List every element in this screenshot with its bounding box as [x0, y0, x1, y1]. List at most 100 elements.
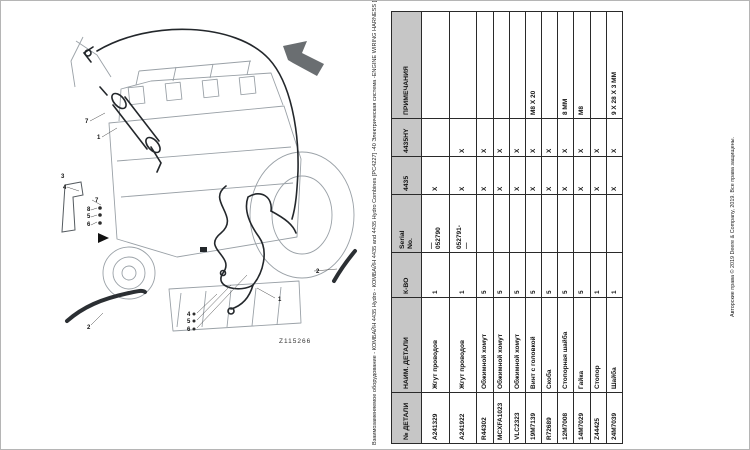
cell-qty: 1 [421, 252, 450, 298]
callout-label: 5 [87, 214, 91, 220]
cell-qty: 5 [476, 252, 494, 298]
cell-part_no: R44302 [476, 392, 494, 444]
cell-m4435hy [421, 118, 450, 157]
cell-qty: 5 [525, 252, 542, 298]
cell-m4435hy: X [606, 118, 623, 157]
cell-part_no: R72689 [541, 392, 558, 444]
callout-label: 2 [316, 269, 320, 275]
col-header-part_no: № ДЕТАЛИ [391, 392, 422, 444]
cell-m4435hy: X [509, 118, 526, 157]
engine-diagram: 3 4 7 8 5 6 2 7 1 1 2 4 5 6 Z115266 [61, 28, 357, 345]
cell-part_no: VLC2323 [509, 392, 526, 444]
cell-part_no: 14M7029 [573, 392, 591, 444]
cell-qty: 1 [606, 252, 623, 298]
callout-label: 1 [97, 135, 101, 141]
harness-hose-right [332, 249, 357, 283]
callout-label: 4 [187, 312, 191, 318]
cell-qty: 5 [493, 252, 510, 298]
cell-part_no: A241329 [421, 392, 450, 444]
cell-name: Шайба [606, 297, 623, 393]
cell-part_no: 12M7008 [557, 392, 574, 444]
cell-serial [493, 194, 510, 253]
col-header-serial: Serial No. [391, 194, 422, 253]
cell-m4435: X [449, 156, 477, 195]
callout-label: 7 [85, 119, 89, 125]
cell-qty: 5 [541, 252, 558, 298]
cell-part_no: A241922 [449, 392, 477, 444]
cell-serial [590, 194, 607, 253]
mounting-bracket [61, 181, 196, 331]
cell-notes: 8 ММ [557, 11, 574, 119]
cell-notes: М8 [573, 11, 591, 119]
callout-label: 4 [63, 185, 67, 191]
cell-notes [421, 11, 450, 119]
copyright-vertical: Авторские права © 2019 Deere & Company, … [730, 129, 741, 317]
callout-label: 6 [187, 327, 191, 333]
cell-name: Стопор [590, 297, 607, 393]
cell-part_no: MCXFA1023 [493, 392, 510, 444]
cell-serial [557, 194, 574, 253]
callout-label: 3 [61, 174, 65, 180]
cell-name: Жгут проводов [421, 297, 450, 393]
cell-qty: 1 [590, 252, 607, 298]
cell-serial: — 052790 [421, 194, 450, 253]
cell-m4435: X [606, 156, 623, 195]
col-header-qty: К-ВО [391, 252, 422, 298]
cell-part_no: 24M7039 [606, 392, 623, 444]
cell-serial [541, 194, 558, 253]
cell-serial [573, 194, 591, 253]
wiring-harness [82, 28, 299, 315]
cell-serial [606, 194, 623, 253]
drawing-number: Z115266 [279, 338, 311, 345]
breadcrumb: Взаимозаменяемое оборудование - КОМБАЙН … [372, 0, 378, 445]
cell-m4435: X [573, 156, 591, 195]
callout-label: 7 [95, 198, 99, 204]
cell-serial [476, 194, 494, 253]
cell-name: Жгут проводов [449, 297, 477, 393]
cell-m4435hy: X [557, 118, 574, 157]
cell-notes [449, 11, 477, 119]
cell-m4435: X [557, 156, 574, 195]
cell-part_no: Z44425 [590, 392, 607, 444]
cell-notes [509, 11, 526, 119]
cell-m4435hy: X [525, 118, 542, 157]
cell-m4435: X [509, 156, 526, 195]
cell-qty: 5 [557, 252, 574, 298]
harness-hose-left [65, 288, 147, 323]
cell-m4435: X [525, 156, 542, 195]
cell-notes [541, 11, 558, 119]
engine-outline [70, 36, 355, 332]
cell-qty: 5 [509, 252, 526, 298]
callout-leaders [66, 112, 338, 329]
cell-name: Винт с головкой [525, 297, 542, 393]
cell-m4435: X [421, 156, 450, 195]
cell-serial: 052791- — [449, 194, 477, 253]
cell-name: Скоба [541, 297, 558, 393]
cell-m4435hy: X [590, 118, 607, 157]
cell-m4435: X [541, 156, 558, 195]
cell-notes: М8 X 20 [525, 11, 542, 119]
cell-qty: 5 [573, 252, 591, 298]
cell-name: Гайка [573, 297, 591, 393]
callout-label: 2 [87, 325, 91, 331]
nav-back-arrow-icon[interactable] [283, 41, 324, 76]
cell-m4435: X [476, 156, 494, 195]
page-breadcrumb-vertical: Взаимозаменяемое оборудование - КОМБАЙН … [372, 0, 384, 445]
cell-m4435: X [590, 156, 607, 195]
cell-m4435: X [493, 156, 510, 195]
col-header-m4435hy: 4435HY [391, 118, 422, 157]
cell-name: Обжимной хомут [476, 297, 494, 393]
